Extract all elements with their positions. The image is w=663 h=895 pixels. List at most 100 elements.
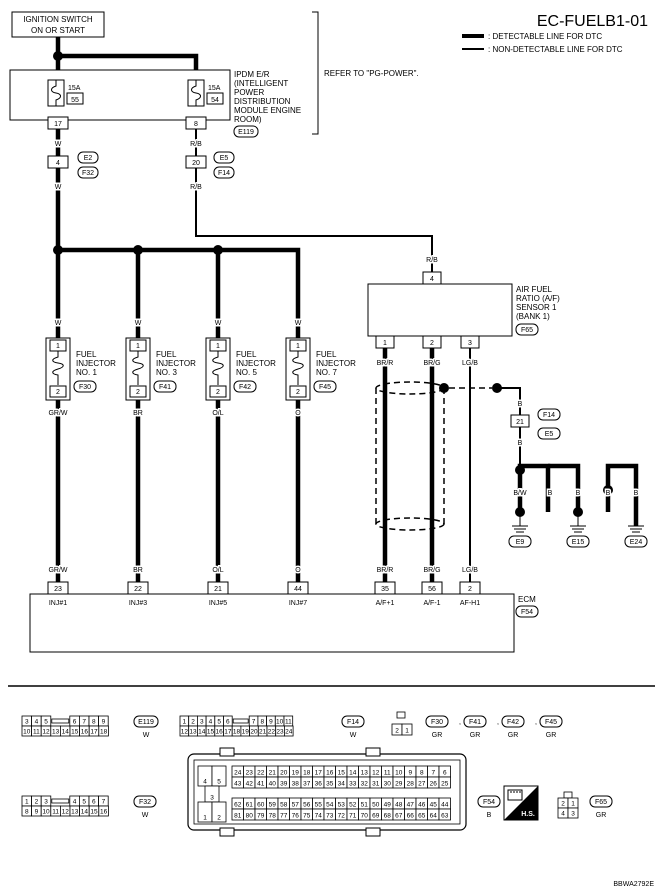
inj-badge-F45 [539,715,563,728]
inj5-pin2: 2 [216,389,220,396]
ecm-terminal-inj7: O 44 INJ#7 [287,566,309,607]
ground-e24-badge [624,535,648,548]
f54-pin-57: 57 [292,802,300,809]
ground-joint-wire-top: B [518,401,523,408]
inj3-name3: NO. 3 [156,368,177,377]
f65-pin-1: 1 [571,801,575,808]
f54-pin-66: 66 [407,813,415,820]
ground-e24: E24 [624,525,648,548]
f54-top-lock-1 [365,747,381,757]
conn-e119-id: E119 [138,719,154,726]
f54-pin-32: 32 [361,781,369,788]
left-joint-conn-bot-badge [77,166,99,179]
ecm-terminal-inj3: BR 22 INJ#3 [127,566,149,607]
f54-pin-16: 16 [326,770,334,777]
inj3-conn-badge [153,380,177,393]
right-joint-wire-bot: R/B [190,184,202,191]
f54-pin-21: 21 [269,770,277,777]
inj3-coil-icon [132,351,144,385]
ground-e9: E9 [508,512,532,548]
f65-pin-2: 2 [561,801,565,808]
af-pin2: 2 [430,340,434,347]
inj3-wire-top: W [135,320,142,327]
f32-pin-3: 3 [44,799,48,806]
legend-non-detectable: : NON-DETECTABLE LINE FOR DTC [488,45,623,54]
inj-badge-id-F30: F30 [431,719,443,726]
e119-pin-4: 4 [35,719,39,726]
f54-pin-29: 29 [395,781,403,788]
ipdm-conn: E119 [238,129,254,136]
af-line-1: AIR FUEL [516,285,553,294]
inj1-conn-badge [73,380,97,393]
left-joint-conn-top: E2 [84,155,93,162]
shield-junction [439,383,449,393]
ecm-t6-wire: BR/G [423,567,440,574]
f54-pin-35: 35 [326,781,334,788]
f54-pin-24: 24 [234,770,242,777]
ecm-t5-wire: BR/R [377,567,394,574]
ground-e15-loop [517,463,551,512]
inj7-name3: NO. 7 [316,368,337,377]
af-line-4: (BANK 1) [516,312,550,321]
ground-joint-pin: 21 [516,419,524,426]
inj-badge-sep: , [497,719,499,726]
f14-pin-9: 9 [269,719,273,726]
af-wire-top: R/B [426,257,438,264]
ecm-t5-pin: 35 [381,586,389,593]
f54-pin-71: 71 [349,813,357,820]
ipdm-line-6: ROOM) [234,115,262,124]
f54-inner [193,759,461,825]
inj3-pin1: 1 [136,343,140,350]
f54-pin-5: 5 [217,779,221,786]
e119-pin-18-cell [98,725,109,737]
f14-pin-21: 21 [259,729,267,736]
ecm-box [29,593,515,653]
left-joint-conn-top-badge [77,151,99,164]
f32-lock-tab [51,798,70,804]
inj-badge-F41 [463,715,487,728]
ecm-t3-pin: 21 [214,586,222,593]
inj-badge-color-F41: GR [470,732,481,739]
ecm-conn: F54 [521,609,533,616]
ground-joint-conn-bot: E5 [545,431,554,438]
ecm-conn-badge [515,605,539,618]
f14-pin-17: 17 [224,729,232,736]
inj-pin-1-cell [401,723,413,736]
e119-pin-12: 12 [42,729,50,736]
f32-pin-12: 12 [62,809,70,816]
ground-e15-wire-label: B [576,490,581,497]
ground-e9-badge [508,535,532,548]
f54-pin-42: 42 [246,781,254,788]
ecm-t6-pin: 56 [428,586,436,593]
ecm-t4-pin: 44 [294,586,302,593]
ecm-t5-pin-box [374,581,396,595]
injector-bus [58,247,301,338]
f54-pin-38: 38 [292,781,300,788]
f54-pin-9: 9 [408,770,412,777]
left-joint-wire-bot: W [55,184,62,191]
f32-pin-16: 16 [100,809,108,816]
f54-pin-10: 10 [395,770,403,777]
inj-pin-1: 1 [405,728,409,735]
f54-pin-61: 61 [246,802,254,809]
f54-pin-69: 69 [372,813,380,820]
inj1-wire-bot: GR/W [48,410,67,417]
inj-pin-2: 2 [395,728,399,735]
ground-joint-conn-bot-badge [537,427,561,440]
injector-3: W 1 2 FUEL INJECTOR NO. 3 F41 BR [125,319,196,582]
conn-f54-id: F54 [483,799,495,806]
ground-e15-wire [548,463,581,512]
ecm-t1-pin-box [47,581,69,595]
injector-1: W 1 2 FUEL INJECTOR NO. 1 F30 GR/W [45,319,116,582]
f32-pin-11: 11 [52,809,59,816]
f54-bottom-lock-1 [365,827,381,837]
ecm-label: ECM [518,595,536,604]
f32-pin-7: 7 [102,799,106,806]
f54-bottom-lock-0 [219,827,235,837]
inj1-pin2-box [49,385,67,398]
e119-pin-18: 18 [100,729,108,736]
inj5-wire-bot: O/L [212,410,223,417]
f54-pin-37: 37 [303,781,311,788]
